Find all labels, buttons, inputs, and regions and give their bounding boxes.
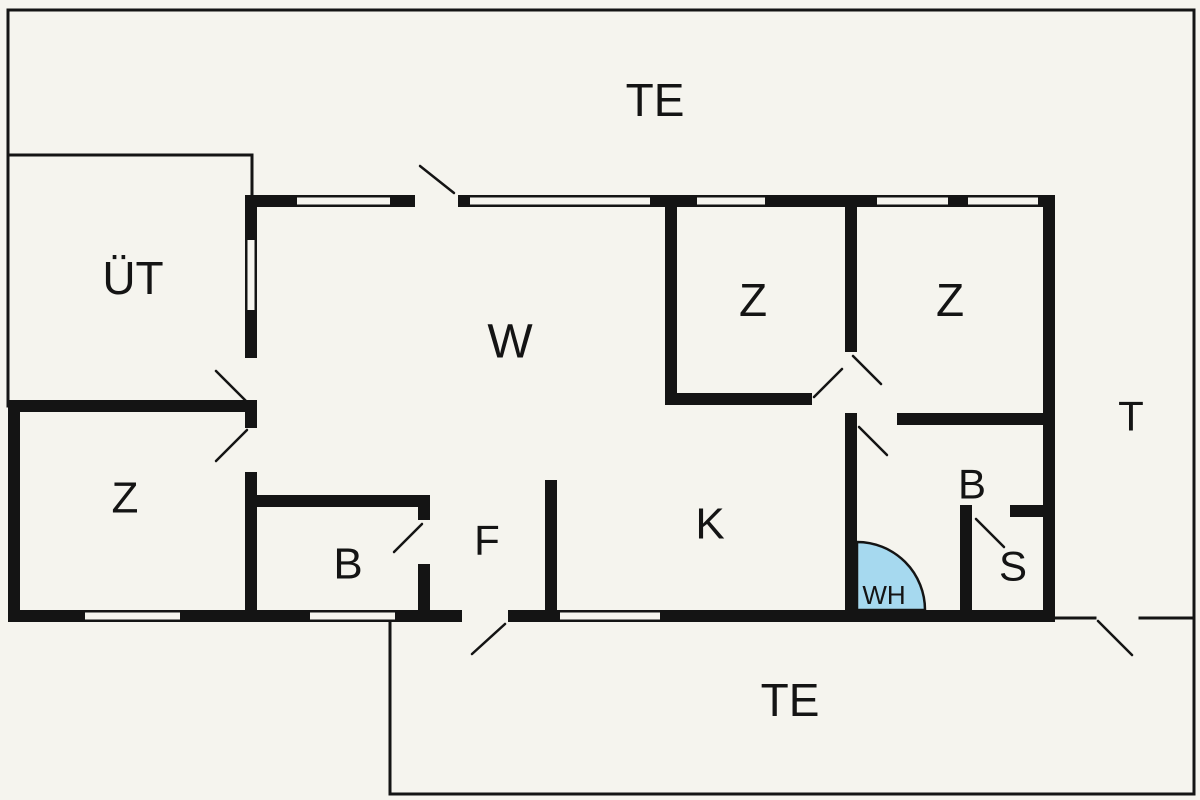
label-water-heater: WH bbox=[862, 580, 905, 610]
door-leaf-south-entrance bbox=[470, 622, 507, 656]
wall-living-bedroom1 bbox=[665, 195, 677, 405]
door-leaf-north-entrance bbox=[418, 164, 456, 195]
label-terrace-bottom: TE bbox=[761, 674, 820, 726]
label-bathroom-left: B bbox=[333, 540, 362, 589]
door-leaf-bath-right bbox=[857, 425, 889, 457]
wall-bedroom-left-west bbox=[8, 400, 20, 622]
door-opening-bedroom-left bbox=[244, 428, 258, 472]
wall-hall-kitchen-stub bbox=[545, 480, 557, 622]
door-opening-north-entrance bbox=[415, 194, 458, 208]
terrace-outlines bbox=[6, 8, 1196, 796]
door-opening-bath-left bbox=[417, 520, 431, 564]
label-bedroom-right-1: Z bbox=[739, 274, 767, 326]
label-kitchen: K bbox=[695, 500, 724, 549]
label-bedroom-right-2: Z bbox=[936, 274, 964, 326]
wall-east bbox=[1043, 195, 1055, 622]
wall-bath-sauna bbox=[1010, 505, 1043, 517]
window-bath-left-south bbox=[310, 612, 395, 620]
wall-bedroom1-south bbox=[665, 393, 812, 405]
door-leaf-covered-terrace bbox=[214, 369, 249, 404]
door-opening-south-entrance bbox=[462, 609, 508, 623]
wall-bath-left-north bbox=[257, 495, 430, 507]
window-living-north-1 bbox=[297, 197, 390, 205]
label-bedroom-left: Z bbox=[112, 474, 139, 523]
window-bedroom-left-south bbox=[85, 612, 180, 620]
window-living-north-2 bbox=[470, 197, 650, 205]
label-bathroom-right: B bbox=[958, 461, 986, 508]
label-living-room: W bbox=[487, 316, 533, 369]
room-labels: TE ÜT W Z Z Z B F K B S WH T TE bbox=[102, 74, 1143, 726]
door-opening-covered-terrace bbox=[244, 358, 258, 400]
wall-bedroom1-bedroom2 bbox=[845, 195, 857, 352]
wall-sauna-west bbox=[960, 505, 972, 622]
label-sauna: S bbox=[999, 543, 1027, 590]
wall-south bbox=[8, 610, 1055, 622]
door-leaf-sauna bbox=[974, 517, 1006, 549]
wall-bedroom2-south bbox=[897, 413, 1043, 425]
window-bedroom2-north-2 bbox=[968, 197, 1038, 205]
door-leaf-bedroom1 bbox=[812, 367, 844, 399]
water-heater-shape bbox=[855, 540, 927, 612]
door-leaves bbox=[214, 164, 1134, 657]
door-leaf-bedroom2 bbox=[851, 354, 883, 386]
window-kitchen-south bbox=[560, 612, 660, 620]
door-leaf-bedroom-left bbox=[214, 428, 249, 463]
label-covered-terrace: ÜT bbox=[102, 252, 163, 304]
windows bbox=[85, 197, 1038, 620]
wall-covered-terrace-bedroom bbox=[8, 400, 257, 412]
door-openings bbox=[244, 194, 508, 623]
label-terrace-right: T bbox=[1118, 393, 1144, 440]
window-bedroom2-north-1 bbox=[877, 197, 948, 205]
wall-kitchen-bath bbox=[845, 413, 857, 622]
window-bedroom1-north bbox=[697, 197, 765, 205]
label-hall: F bbox=[474, 517, 500, 564]
label-terrace-top: TE bbox=[626, 74, 685, 126]
door-leaf-bath-left bbox=[392, 522, 424, 554]
window-living-west bbox=[247, 240, 255, 310]
door-leaf-terrace bbox=[1096, 619, 1134, 657]
